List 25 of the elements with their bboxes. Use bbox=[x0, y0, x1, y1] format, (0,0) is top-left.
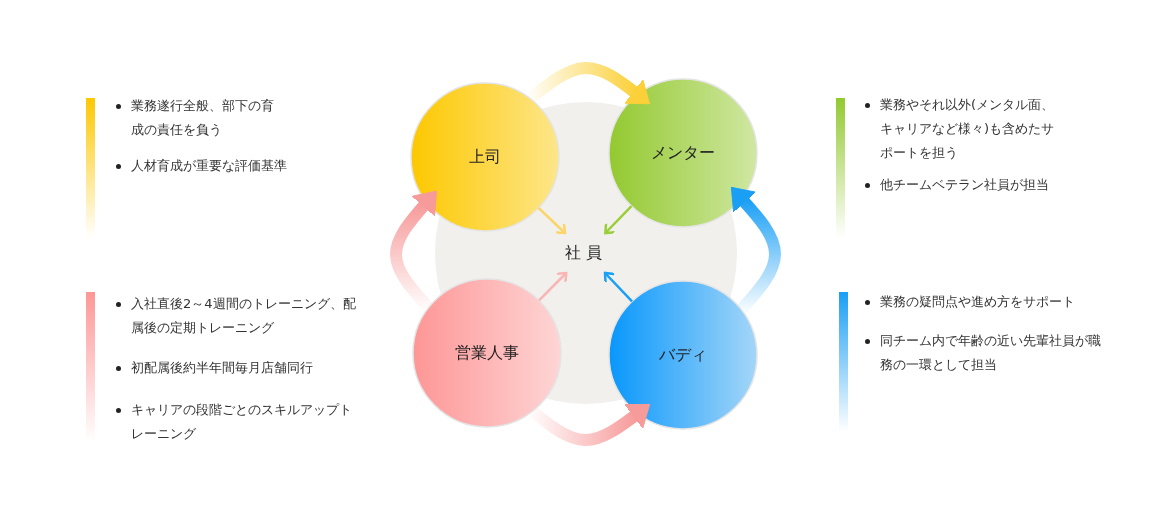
bullet-text: キャリアの段階ごとのスキルアップトレーニング bbox=[131, 401, 353, 443]
role-circle bbox=[412, 278, 562, 428]
bullet-text: 業務の疑問点や進め方をサポート bbox=[880, 293, 1076, 311]
node-label: 社員 bbox=[565, 242, 607, 264]
node-label: メンター bbox=[651, 142, 715, 164]
bullet-text: 人材育成が重要な評価基準 bbox=[131, 157, 288, 175]
node-label: バディ bbox=[659, 344, 707, 366]
arrow bbox=[538, 271, 568, 302]
curved-arrow bbox=[527, 62, 650, 105]
role-circle bbox=[608, 280, 758, 430]
role-circle bbox=[608, 78, 758, 228]
node-label: 上司 bbox=[469, 146, 501, 168]
bullet-text: 業務遂行全般、部下の育成の責任を負う bbox=[131, 97, 275, 139]
bullet-text: 他チームベテラン社員が担当 bbox=[880, 176, 1050, 194]
arrow bbox=[537, 207, 567, 235]
curved-arrow bbox=[730, 186, 781, 313]
bullet-text: 同チーム内で年齢の近い先輩社員が職務の一環として担当 bbox=[880, 332, 1102, 374]
curved-arrow bbox=[529, 403, 651, 446]
role-circle bbox=[410, 82, 560, 232]
bullet-text: 業務やそれ以外(メンタル面、キャリアなど様々)も含めたサポートを担う bbox=[880, 96, 1055, 162]
bullet-text: 初配属後約半年間毎月店舗同行 bbox=[131, 359, 314, 377]
arrow bbox=[604, 205, 633, 235]
arrow bbox=[603, 271, 633, 303]
node-label: 営業人事 bbox=[455, 342, 519, 364]
bullet-text: 入社直後2～4週間のトレーニング、配属後の定期トレーニング bbox=[131, 295, 357, 337]
